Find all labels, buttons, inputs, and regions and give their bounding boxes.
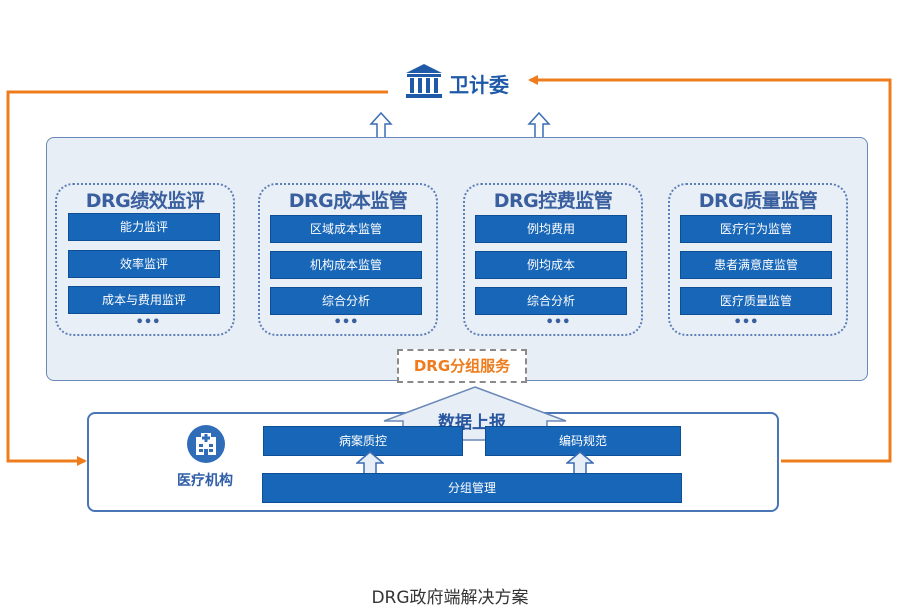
- flow-arrow-right: [528, 75, 892, 463]
- government-label: 卫计委: [449, 73, 509, 97]
- group-item: 医疗行为监管: [680, 215, 832, 243]
- medical-record-qc-box: 病案质控: [263, 426, 463, 456]
- more-ellipsis: •••: [135, 315, 161, 330]
- group-item: 综合分析: [270, 287, 422, 315]
- group-item: 患者满意度监管: [680, 251, 832, 279]
- government-building-icon: [406, 64, 442, 98]
- flow-arrow-left: [6, 90, 388, 466]
- group-item: 综合分析: [475, 287, 627, 315]
- more-ellipsis: •••: [733, 315, 759, 330]
- up-arrow-right-icon: [566, 451, 594, 475]
- group-title: DRG绩效监评: [85, 190, 205, 212]
- up-arrow-left-icon: [356, 451, 384, 475]
- group-item: 能力监评: [68, 213, 220, 241]
- coding-standard-box: 编码规范: [485, 426, 681, 456]
- group-item: 例均费用: [475, 215, 627, 243]
- government-node: [400, 60, 530, 100]
- group-item: 医疗质量监管: [680, 287, 832, 315]
- group-item: 成本与费用监评: [68, 286, 220, 314]
- more-ellipsis: •••: [333, 315, 359, 330]
- grouping-management-box: 分组管理: [262, 473, 682, 503]
- group-title: DRG控费监管: [493, 190, 613, 212]
- group-item: 区域成本监管: [270, 215, 422, 243]
- group-item: 机构成本监管: [270, 251, 422, 279]
- group-title: DRG质量监管: [698, 190, 818, 212]
- institution-label: 医疗机构: [177, 473, 233, 489]
- group-item: 效率监评: [68, 250, 220, 278]
- hospital-icon: [187, 425, 225, 463]
- group-title: DRG成本监管: [288, 190, 408, 212]
- more-ellipsis: •••: [545, 315, 571, 330]
- drg-grouping-service: DRG分组服务: [397, 349, 527, 383]
- group-item: 例均成本: [475, 251, 627, 279]
- figure-caption: DRG政府端解决方案: [371, 588, 529, 608]
